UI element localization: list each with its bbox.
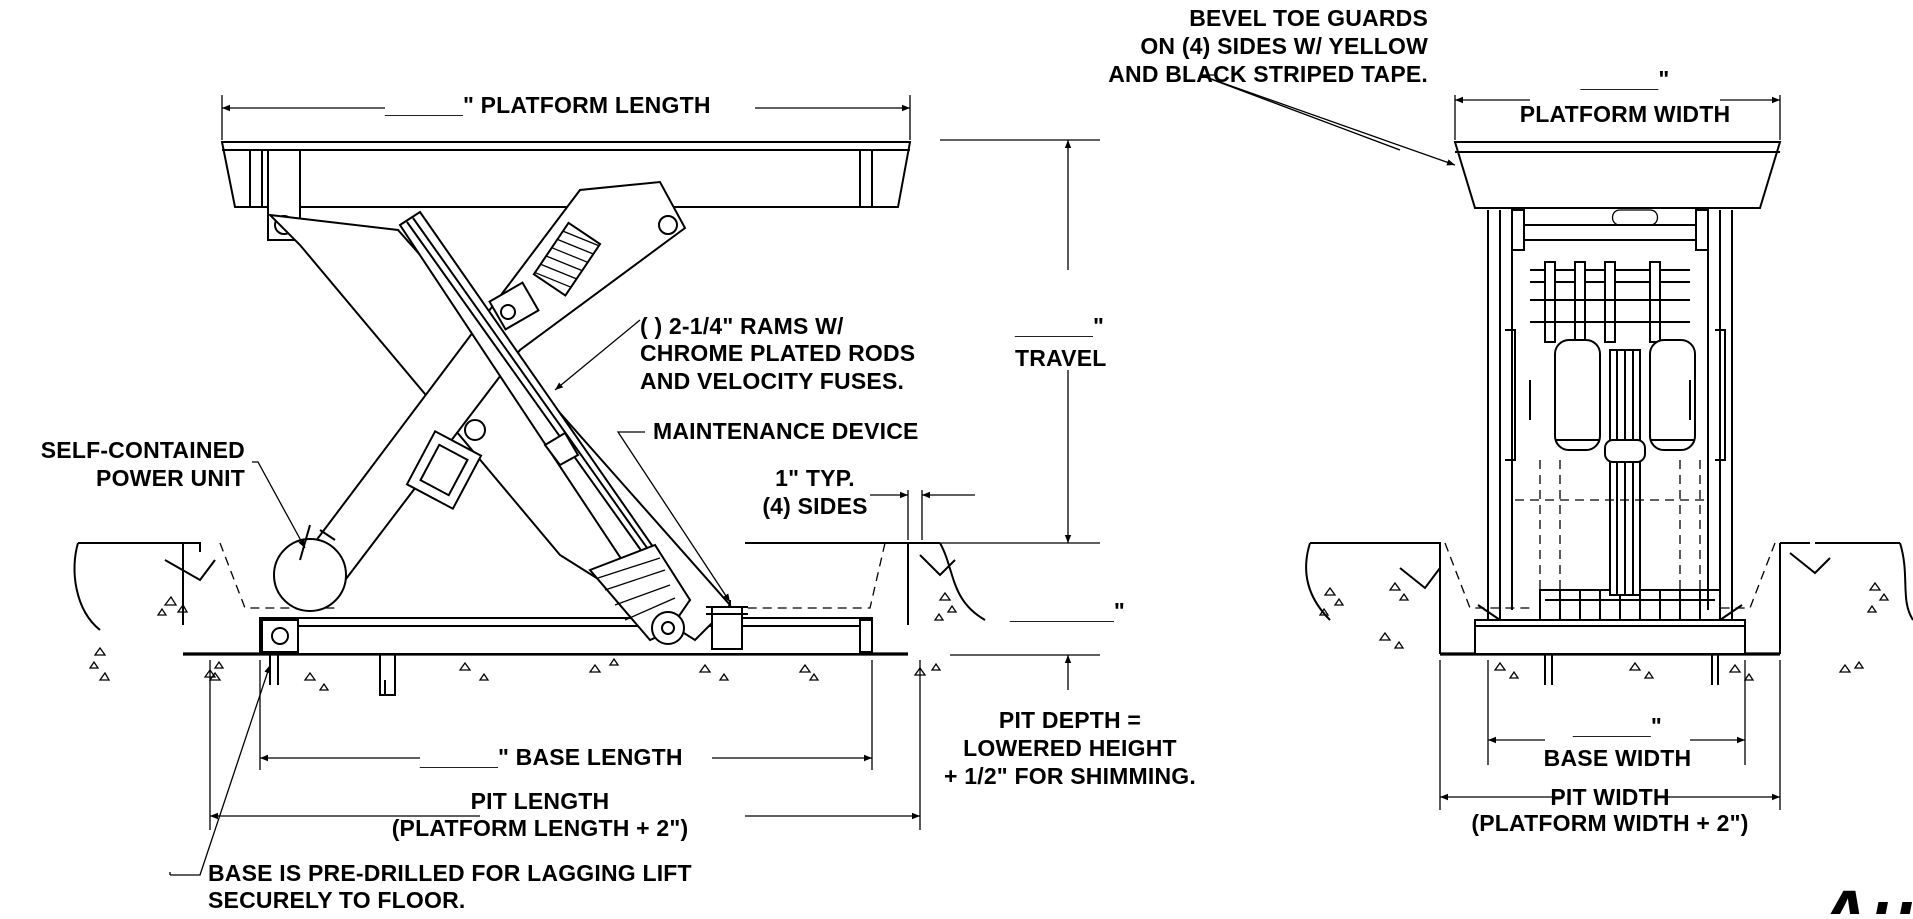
end-view (1199, 74, 1913, 810)
power-unit-label-line1: SELF-CONTAINED (40, 437, 245, 463)
side-dimensions (169, 95, 1100, 876)
pit-length-label-line1: PIT LENGTH (470, 788, 610, 814)
brand-logo: Autoqui (1818, 880, 1913, 914)
side-view (73, 95, 1100, 876)
lowered-height-blank: ________" (1010, 598, 1126, 624)
rams-label-line3: AND VELOCITY FUSES. (640, 368, 905, 394)
typ-label-line1: 1" TYP. (775, 465, 855, 491)
platform-width-blank: ______" (1580, 66, 1670, 92)
end-dimensions (1199, 74, 1781, 810)
power-unit-label-line2: POWER UNIT (96, 465, 245, 491)
end-frame (1487, 209, 1733, 620)
typ-label-line2: (4) SIDES (762, 493, 868, 519)
bevel-label-line1: BEVEL TOE GUARDS (1189, 5, 1428, 31)
maintenance-device-label: MAINTENANCE DEVICE (653, 418, 919, 444)
pit-depth-label-line1: PIT DEPTH = (998, 707, 1142, 733)
base-drilled-label-line2: SECURELY TO FLOOR. (208, 887, 466, 913)
side-maintenance-device (706, 600, 748, 650)
side-base-frame (259, 617, 873, 696)
side-hydraulic-ram (398, 210, 692, 645)
pit-width-label-line2: (PLATFORM WIDTH + 2") (1471, 810, 1749, 836)
end-platform (1453, 141, 1782, 209)
end-base (1474, 589, 1746, 655)
platform-length-label: ______" PLATFORM LENGTH (385, 92, 711, 118)
pit-length-label-line2: (PLATFORM LENGTH + 2") (391, 815, 689, 841)
base-drilled-label-line1: BASE IS PRE-DRILLED FOR LAGGING LIFT (208, 860, 692, 886)
travel-blank: ______" (1015, 313, 1105, 339)
bevel-label-line2: ON (4) SIDES W/ YELLOW (1140, 33, 1428, 59)
travel-label: TRAVEL (1015, 345, 1107, 371)
pit-width-label-line1: PIT WIDTH (1550, 784, 1670, 810)
pit-depth-label-line2: LOWERED HEIGHT (963, 735, 1177, 761)
base-width-blank: ______" (1572, 713, 1663, 739)
base-length-label: ______" BASE LENGTH (420, 744, 683, 770)
side-pit (73, 542, 986, 691)
rams-label-line2: CHROME PLATED RODS (640, 340, 916, 366)
bevel-label-line3: AND BLACK STRIPED TAPE. (1108, 61, 1428, 87)
rams-label-line1: ( ) 2-1/4" RAMS W/ (640, 313, 844, 339)
pit-depth-label-line3: + 1/2" FOR SHIMMING. (944, 763, 1196, 789)
base-width-label: BASE WIDTH (1543, 745, 1692, 771)
platform-width-label: PLATFORM WIDTH (1519, 101, 1731, 127)
